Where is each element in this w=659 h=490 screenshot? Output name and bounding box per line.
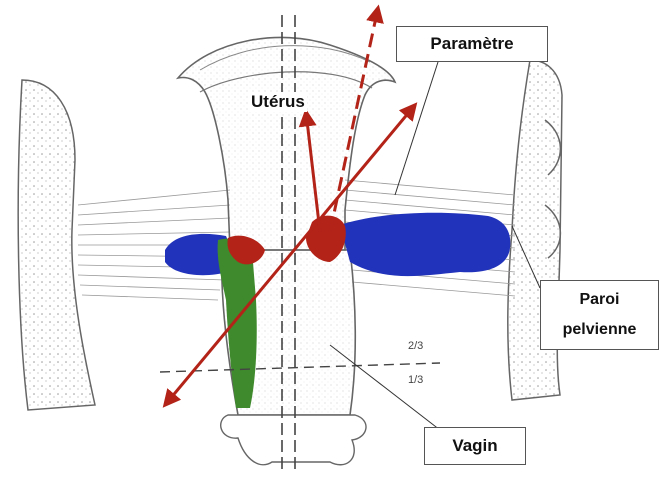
- label-parametre-text: Paramètre: [430, 34, 513, 54]
- uterus-body: [178, 37, 395, 250]
- label-paroi-pelvienne: Paroi pelvienne: [540, 280, 659, 350]
- green-extension: [218, 238, 257, 408]
- fraction-upper: 2/3: [408, 340, 423, 352]
- label-vagin-text: Vagin: [452, 436, 497, 456]
- leader-parametre: [395, 62, 438, 195]
- vulva: [221, 415, 366, 465]
- label-paroi-line1: Paroi: [579, 285, 619, 315]
- fraction-lower: 1/3: [408, 374, 423, 386]
- label-paroi-line2: pelvienne: [563, 315, 637, 345]
- label-vagin: Vagin: [424, 427, 526, 465]
- label-parametre: Paramètre: [396, 26, 548, 62]
- label-uterus: Utérus: [249, 92, 307, 112]
